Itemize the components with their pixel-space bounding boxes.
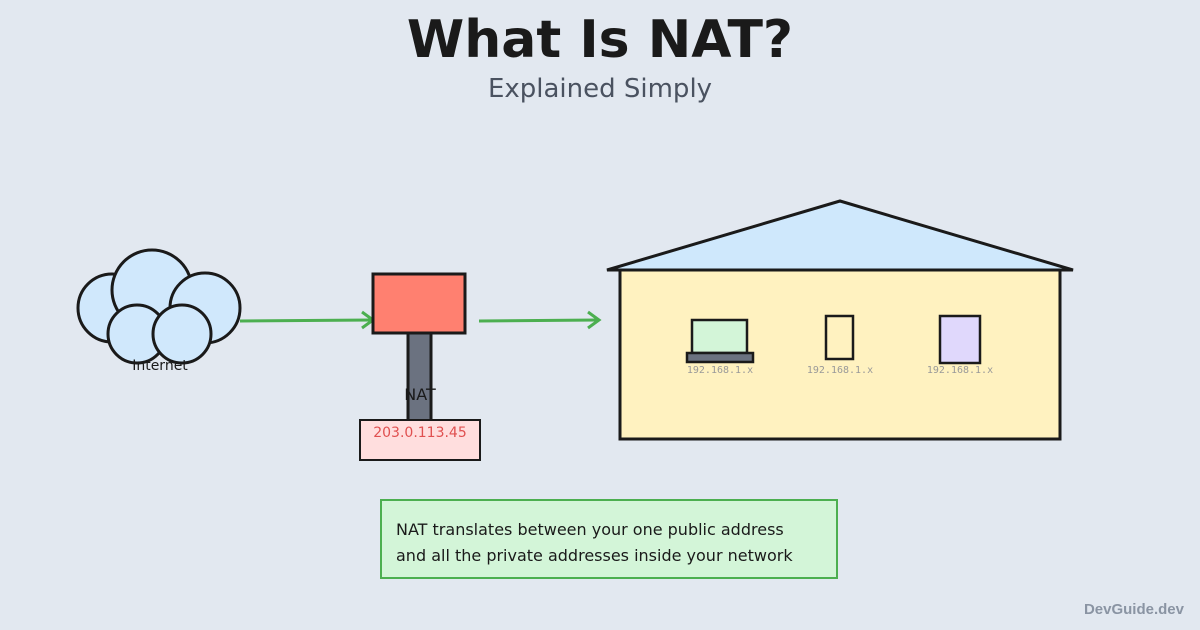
caption-box: NAT translates between your one public a… [380, 499, 838, 579]
internet-label: Internet [132, 358, 188, 374]
page-subtitle: Explained Simply [487, 74, 713, 104]
public-ip: 203.0.113.45 [373, 425, 467, 441]
tablet-icon [938, 314, 982, 365]
public-ip-box [359, 419, 481, 461]
brand-logo: DevGuide.dev [1083, 601, 1184, 618]
device-ip: 192.168.1.x [807, 365, 873, 376]
house-icon [606, 199, 1074, 441]
page-title: What Is NAT? [406, 10, 794, 70]
arrow-nat-to-home [478, 310, 602, 330]
arrow-internet-to-nat [239, 310, 376, 330]
caption-line: and all the private addresses inside you… [396, 546, 793, 565]
caption-line: NAT translates between your one public a… [396, 520, 784, 539]
phone-icon [824, 314, 855, 361]
cloud-icon [76, 248, 242, 365]
device-ip: 192.168.1.x [687, 365, 753, 376]
nat-label: NAT [404, 385, 436, 404]
laptop-icon [685, 318, 755, 364]
device-ip: 192.168.1.x [927, 365, 993, 376]
